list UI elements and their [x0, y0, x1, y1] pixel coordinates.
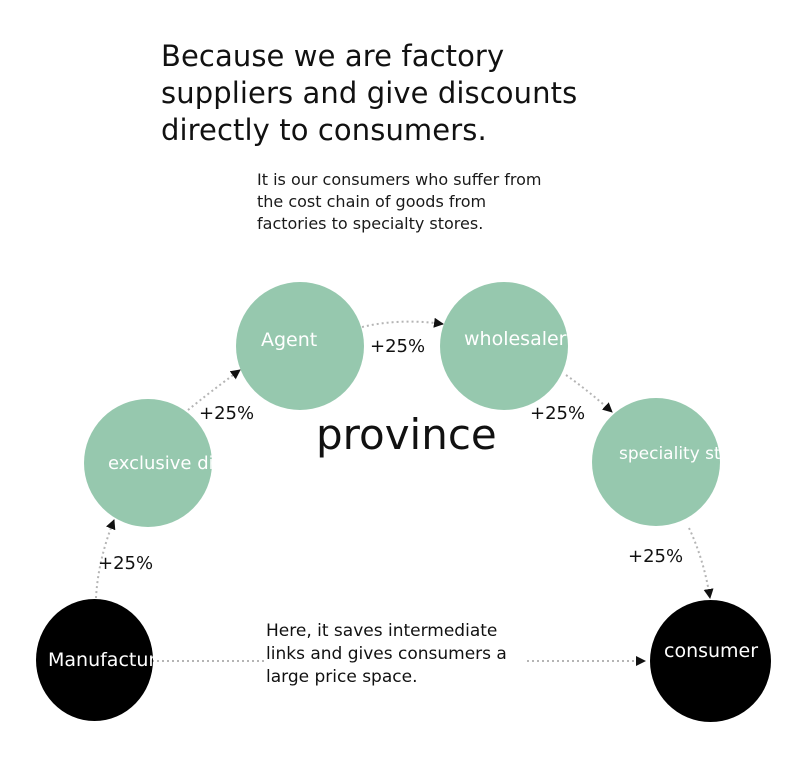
- connector-exclusive-to-agent: [187, 369, 241, 411]
- bottom-note: Here, it saves intermediate links and gi…: [266, 620, 526, 689]
- connector-agent-to-wholesaler: [361, 317, 444, 328]
- markup-wholesaler-to-speciality: +25%: [530, 403, 586, 424]
- exclusive-distributor-node: exclusive distributor: [84, 399, 212, 527]
- agent-label: Agent: [261, 329, 318, 351]
- wholesaler-label: wholesaler: [464, 328, 567, 350]
- markup-exclusive-to-agent: +25%: [199, 403, 255, 424]
- headline: Because we are factory suppliers and giv…: [161, 39, 578, 147]
- markup-manufacturer-to-exclusive: +25%: [98, 553, 154, 574]
- connector-speciality-to-consumer: [688, 527, 714, 599]
- subtext: It is our consumers who suffer from the …: [257, 170, 542, 233]
- center-label: province: [316, 410, 497, 459]
- markup-agent-to-wholesaler: +25%: [370, 336, 426, 357]
- speciality-store-label: speciality store: [619, 444, 720, 464]
- consumer-label: consumer: [664, 640, 759, 662]
- exclusive-distributor-label: exclusive distributor: [108, 452, 212, 474]
- wholesaler-node: wholesaler: [440, 282, 568, 410]
- markup-speciality-to-consumer: +25%: [628, 546, 684, 567]
- manufacturer-node: Manufacturer: [36, 599, 153, 721]
- consumer-node: consumer: [650, 600, 771, 722]
- speciality-store-node: speciality store: [592, 398, 720, 526]
- manufacturer-label: Manufacturer: [48, 649, 153, 671]
- agent-node: Agent: [236, 282, 364, 410]
